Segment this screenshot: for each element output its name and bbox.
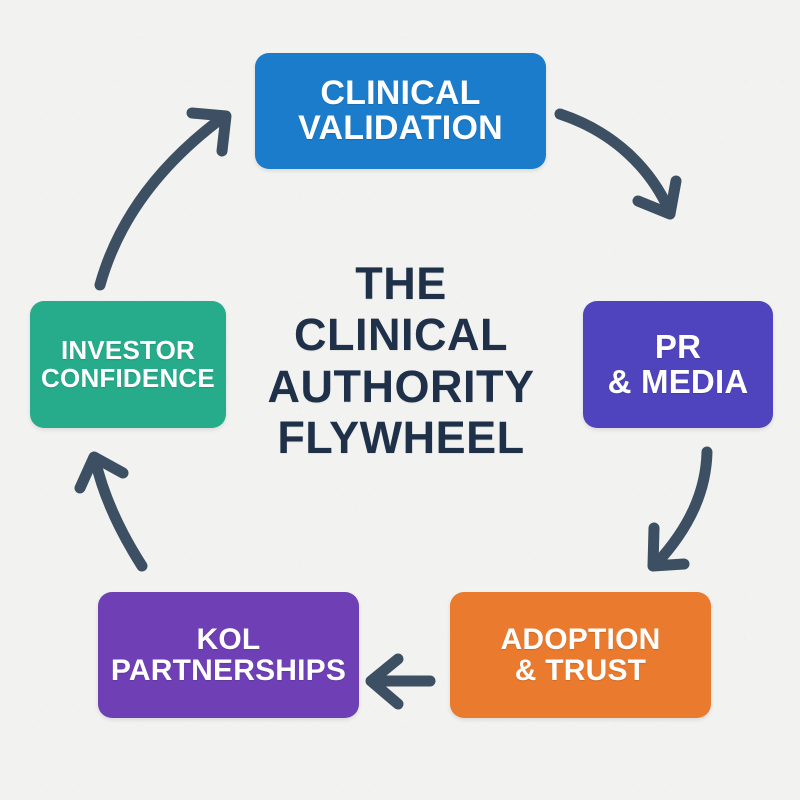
arrow-investor-confidence-to-clinical-validation xyxy=(94,107,232,291)
arrow-kol-partnerships-to-investor-confidence xyxy=(74,451,148,572)
arrow-clinical-validation-to-pr-media xyxy=(554,108,682,220)
node-kol-partnerships[interactable]: KOL PARTNERSHIPS xyxy=(98,592,359,718)
center-title: THE CLINICAL AUTHORITY FLYWHEEL xyxy=(267,258,535,463)
node-adoption-trust[interactable]: ADOPTION & TRUST xyxy=(450,592,711,718)
node-label: KOL PARTNERSHIPS xyxy=(110,622,347,687)
node-label: PR & MEDIA xyxy=(607,328,749,400)
node-investor-confidence[interactable]: INVESTOR CONFIDENCE xyxy=(30,301,226,428)
node-label: INVESTOR CONFIDENCE xyxy=(41,335,215,393)
arrow-pr-media-to-adoption-trust xyxy=(647,446,713,572)
node-label: CLINICAL VALIDATION xyxy=(298,73,503,147)
node-clinical-validation[interactable]: CLINICAL VALIDATION xyxy=(255,53,546,169)
node-label: ADOPTION & TRUST xyxy=(500,622,661,687)
node-pr-media[interactable]: PR & MEDIA xyxy=(583,301,773,428)
arrow-adoption-trust-to-kol-partnerships xyxy=(365,653,436,710)
